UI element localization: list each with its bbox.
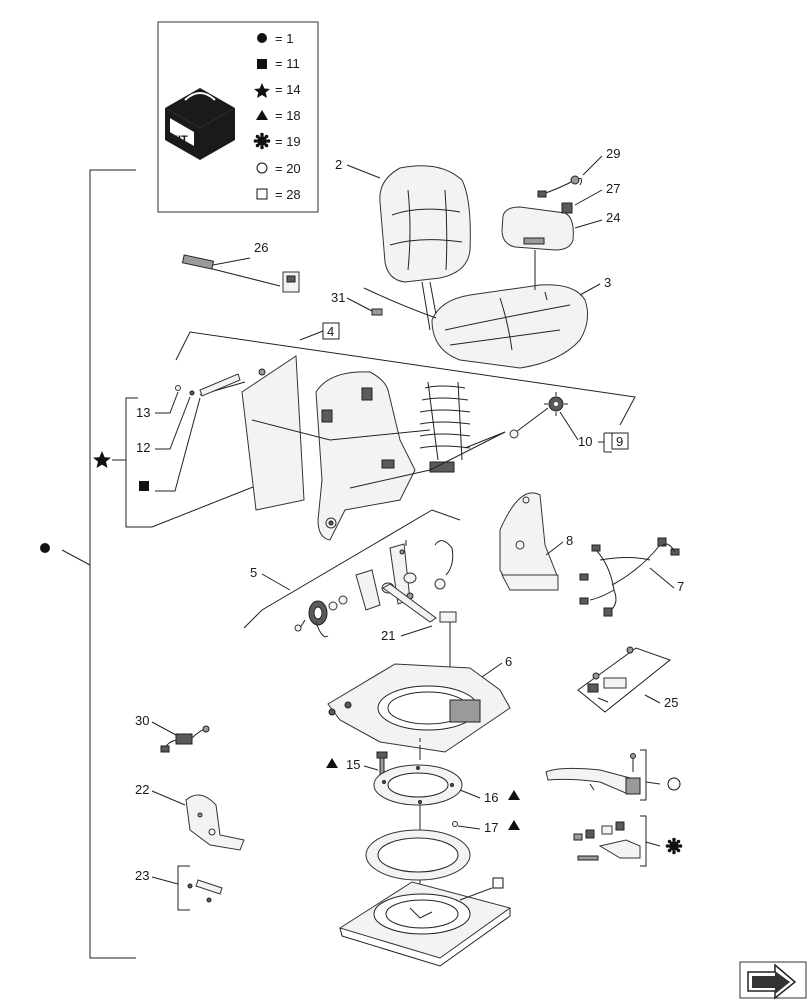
triangle-icon-16 [508, 790, 520, 800]
kit-box-icon: KIT KIT [165, 88, 235, 160]
wiring-harness [579, 537, 680, 617]
backrest-frame-group: 4 [175, 322, 636, 541]
square-filled-icon-main [139, 481, 149, 491]
gear-filled-icon-main [665, 837, 683, 855]
base-frame [327, 663, 511, 753]
armrest-part-19 [573, 815, 661, 867]
handwheel [294, 600, 329, 638]
bracket-22 [185, 794, 245, 851]
bracket-8 [499, 492, 559, 591]
label-27: 27 [606, 181, 620, 196]
lumbar-mesh [419, 381, 471, 473]
label-12: 12 [136, 440, 150, 455]
label-5: 5 [250, 565, 257, 580]
next-page-arrow-icon[interactable] [739, 961, 807, 1000]
label-10: 10 [578, 434, 592, 449]
legend-entry-1: = 1 [275, 31, 293, 46]
triangle-icon-17 [508, 820, 520, 830]
label-22: 22 [135, 782, 149, 797]
circle-filled-icon-main [40, 543, 50, 553]
legend-entry-4: = 18 [275, 108, 301, 123]
adjustment-knob [509, 392, 568, 439]
circle-filled-icon [257, 33, 267, 43]
label-17: 17 [484, 820, 498, 835]
legend-entry-6: = 20 [275, 161, 301, 176]
kit-text-right: KIT [205, 134, 223, 146]
square-outline-icon-main [492, 877, 504, 889]
label-15: 15 [346, 757, 360, 772]
mechanism-group: 5 [243, 509, 461, 670]
cable-part-30 [160, 725, 210, 753]
kit-legend: KIT KIT = 1 = 11 = 14 = 18 = 19 = 20 = 2… [157, 21, 319, 213]
label-31: 31 [331, 290, 345, 305]
label-21: 21 [381, 628, 395, 643]
triangle-filled-icon [256, 110, 268, 120]
square-outline-icon [256, 188, 268, 200]
label-23: 23 [135, 868, 149, 883]
star-filled-icon-main [93, 451, 111, 468]
label-8: 8 [566, 533, 573, 548]
backrest-kit-bracket: 13 12 [93, 385, 254, 528]
legend-entry-2: = 11 [275, 56, 300, 71]
label-9: 9 [616, 434, 623, 449]
square-filled-icon [257, 59, 267, 69]
label-13: 13 [136, 405, 150, 420]
seat-backrest [379, 165, 471, 331]
legend-entry-3: = 14 [275, 82, 301, 97]
triangle-icon-15 [326, 758, 338, 768]
sensor-group-25 [577, 646, 672, 713]
gear-filled-icon [253, 132, 271, 150]
switch-part [561, 202, 573, 214]
label-2: 2 [335, 157, 342, 172]
label-16: 16 [484, 790, 498, 805]
kit-text-left: KIT [170, 134, 188, 146]
bracket-23 [177, 865, 223, 911]
label-30: 30 [135, 713, 149, 728]
legend-entry-7: = 28 [275, 187, 301, 202]
legend-entry-5: = 19 [275, 134, 301, 149]
label-29: 29 [606, 146, 620, 161]
cable-part-29 [537, 175, 583, 198]
assembly-bracket [40, 169, 136, 959]
circle-outline-icon [256, 162, 268, 174]
seat-cushion [431, 284, 589, 369]
label-24: 24 [606, 210, 620, 225]
base-plate [338, 881, 512, 967]
ring-16 [373, 764, 463, 806]
label-7: 7 [677, 579, 684, 594]
lever-26 [181, 254, 300, 293]
circle-outline-icon-main [667, 777, 681, 791]
bearing-ring-17 [365, 829, 471, 881]
label-26: 26 [254, 240, 268, 255]
label-6: 6 [505, 654, 512, 669]
armrest [501, 206, 574, 290]
label-25: 25 [664, 695, 678, 710]
star-filled-icon [254, 83, 270, 98]
label-box-9 [611, 432, 629, 450]
armrest-part-20 [545, 749, 661, 801]
label-3: 3 [604, 275, 611, 290]
label-4: 4 [327, 324, 334, 339]
